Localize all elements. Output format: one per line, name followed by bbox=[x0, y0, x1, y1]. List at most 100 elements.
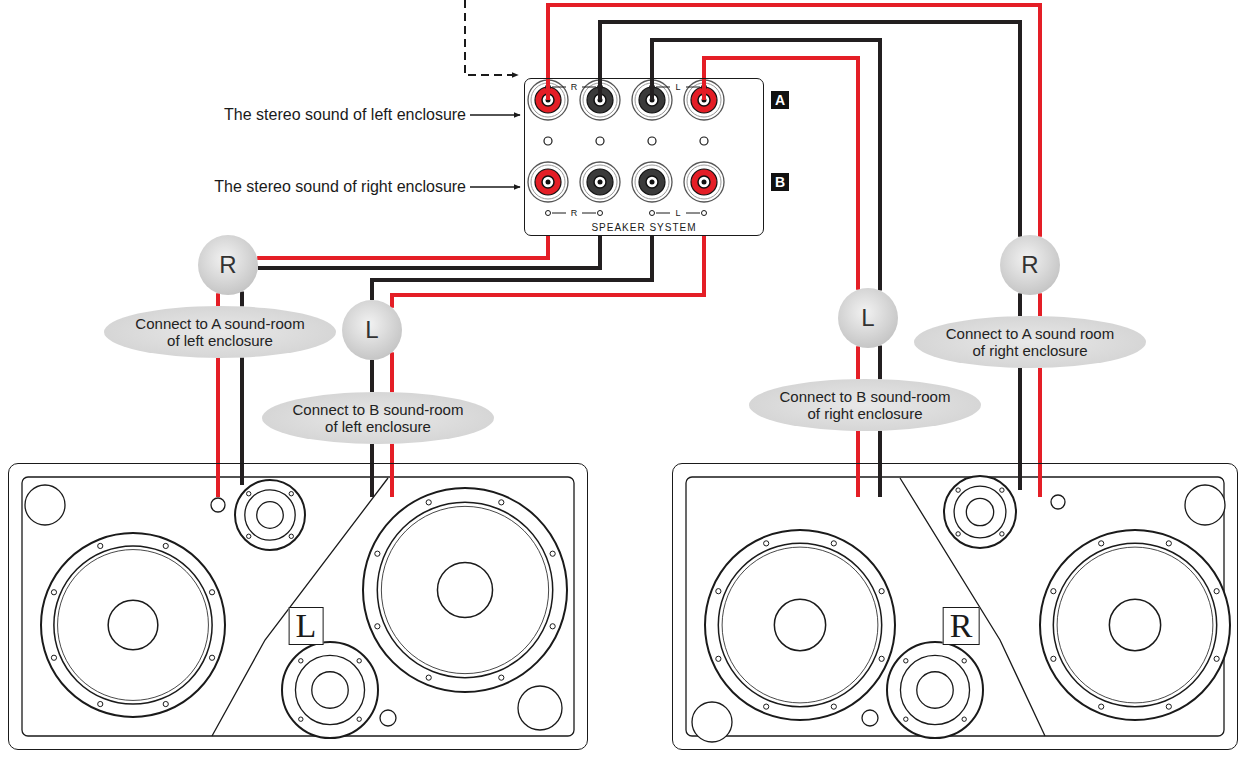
panel-hole bbox=[700, 137, 708, 145]
marking-line bbox=[552, 213, 566, 214]
marking-line bbox=[552, 87, 566, 88]
node-text: A bbox=[775, 93, 785, 107]
binding-post bbox=[580, 162, 620, 202]
panel-hole bbox=[596, 137, 604, 145]
node-text: R bbox=[1021, 253, 1038, 277]
wire bbox=[548, 5, 1040, 237]
node-text: R bbox=[219, 253, 236, 277]
port-hole bbox=[380, 710, 396, 726]
marking-line bbox=[656, 213, 670, 214]
tweeter-frame bbox=[944, 476, 1016, 548]
screw bbox=[426, 500, 431, 505]
channel-badge: R bbox=[1000, 235, 1060, 295]
speaker-cable bbox=[858, 431, 880, 463]
pointer-arrow bbox=[470, 114, 520, 116]
channel-mark: R bbox=[570, 209, 579, 218]
screw bbox=[209, 590, 214, 595]
woofer-frame bbox=[705, 530, 895, 720]
input-arrow bbox=[465, 0, 518, 75]
binding-post-ring bbox=[635, 165, 669, 199]
woofer-cone bbox=[381, 506, 548, 673]
tweeter-frame bbox=[282, 642, 378, 738]
node-text: R bbox=[943, 607, 980, 645]
wire bbox=[258, 236, 600, 268]
screw bbox=[550, 551, 555, 556]
binding-post-hole bbox=[594, 176, 606, 188]
callout-ellipse: Connect to B sound-room of left enclosur… bbox=[262, 392, 494, 444]
speaker-cable bbox=[1020, 368, 1040, 463]
speaker-enclosure: R bbox=[672, 463, 1238, 750]
screw bbox=[879, 589, 884, 594]
channel-badge: L bbox=[838, 288, 898, 348]
speaker-cable bbox=[1020, 293, 1040, 316]
woofer-frame bbox=[363, 488, 567, 692]
screw bbox=[499, 675, 504, 680]
screw bbox=[716, 589, 721, 594]
wire bbox=[878, 345, 882, 379]
tweeter-ring bbox=[954, 486, 1006, 538]
wire-stub bbox=[216, 463, 220, 497]
port-hole bbox=[692, 702, 732, 742]
channel-mark: L bbox=[674, 83, 681, 92]
screw bbox=[499, 500, 504, 505]
woofer-cone bbox=[58, 550, 209, 701]
wire-stub bbox=[370, 463, 374, 497]
node-text: SPEAKER SYSTEM bbox=[525, 223, 763, 233]
screw bbox=[904, 717, 908, 721]
woofer-cone bbox=[1057, 547, 1213, 703]
channel-mark: R bbox=[570, 83, 579, 92]
port-hole bbox=[25, 485, 65, 525]
speaker-cable bbox=[218, 358, 242, 463]
port-hole bbox=[1185, 485, 1225, 525]
wire-stub bbox=[650, 78, 654, 100]
wire-stub bbox=[390, 463, 394, 497]
wire bbox=[390, 352, 394, 392]
screw bbox=[879, 656, 884, 661]
screw bbox=[357, 717, 361, 721]
wire-stub bbox=[240, 463, 244, 485]
binding-post-cap bbox=[535, 169, 561, 195]
marking-dot bbox=[650, 211, 655, 216]
tweeter-ring bbox=[900, 655, 969, 724]
wire bbox=[392, 236, 704, 308]
screw bbox=[716, 656, 721, 661]
binding-post-hole bbox=[542, 176, 554, 188]
wire bbox=[216, 358, 220, 463]
screw bbox=[1000, 532, 1004, 536]
screw bbox=[956, 488, 960, 492]
wire bbox=[390, 444, 394, 463]
wire bbox=[1038, 368, 1042, 463]
node-text: Connect to A sound-room of left enclosur… bbox=[134, 315, 306, 350]
port-hole bbox=[211, 498, 225, 512]
callout-ellipse: Connect to A sound room of right enclosu… bbox=[914, 316, 1146, 368]
screw bbox=[1099, 541, 1104, 546]
screw bbox=[962, 659, 966, 663]
panel-hole bbox=[544, 137, 552, 145]
screw bbox=[163, 701, 168, 706]
binding-post-cap bbox=[639, 169, 665, 195]
screw bbox=[764, 704, 769, 709]
tweeter-ring bbox=[295, 655, 364, 724]
binding-post-ring bbox=[687, 165, 721, 199]
wire bbox=[600, 22, 1020, 237]
binding-post bbox=[632, 162, 672, 202]
screw bbox=[831, 704, 836, 709]
node-text: Connect to B sound-room of right enclosu… bbox=[779, 388, 951, 423]
node-text: Connect to A sound room of right enclosu… bbox=[944, 325, 1116, 360]
tweeter-dome bbox=[966, 498, 993, 525]
binding-post-pin bbox=[546, 180, 551, 185]
woofer-surround bbox=[54, 546, 212, 704]
node-text: Connect to B sound-room of left enclosur… bbox=[292, 401, 464, 436]
pointer-arrow bbox=[470, 186, 520, 188]
wire bbox=[1038, 293, 1042, 316]
input-label: The stereo sound of left enclosure bbox=[6, 105, 466, 124]
woofer-dome bbox=[1109, 599, 1160, 650]
screw bbox=[51, 655, 56, 660]
binding-post bbox=[684, 162, 724, 202]
input-label: The stereo sound of right enclosure bbox=[6, 177, 466, 196]
wire-stub bbox=[546, 78, 550, 100]
speaker-cable bbox=[372, 444, 392, 463]
screw bbox=[1051, 656, 1056, 661]
